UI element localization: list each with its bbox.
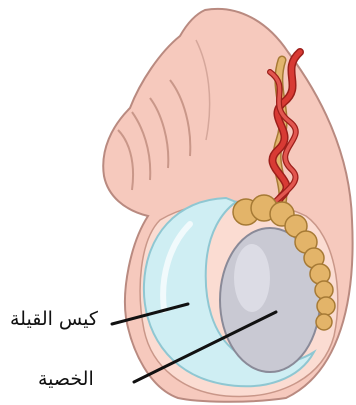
label-hydrocele-sac: كيس القيلة bbox=[10, 310, 98, 329]
label-testis: الخصية bbox=[38, 370, 94, 389]
testis-highlight bbox=[234, 244, 270, 312]
